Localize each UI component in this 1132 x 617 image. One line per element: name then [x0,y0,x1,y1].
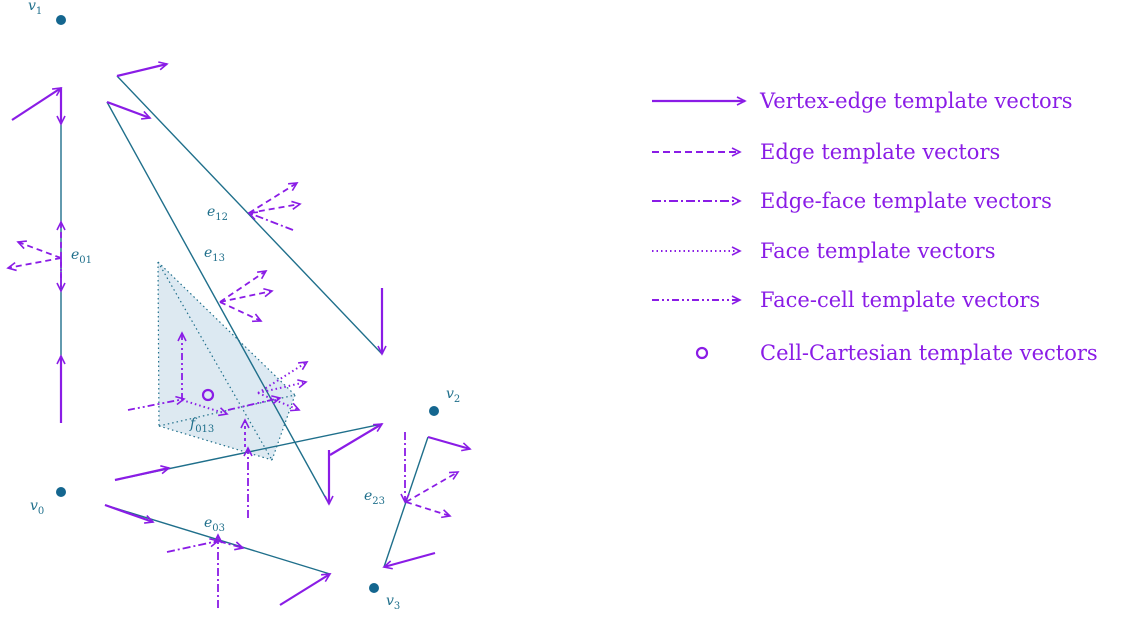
edge-e13 [106,101,330,505]
legend-label: Edge template vectors [760,140,1000,164]
label-e03: e03 [204,515,225,534]
legend-item-face: Face template vectors [652,239,995,263]
label-e01: e01 [71,247,92,266]
cell-cartesian-marker [201,388,215,402]
vertex-v1 [56,15,66,25]
legend-label: Face-cell template vectors [760,288,1040,312]
legend-item-edge-face: Edge-face template vectors [652,189,1052,213]
legend-item-face-cell: Face-cell template vectors [652,288,1040,312]
vertex-v3 [369,583,379,593]
legend-label: Vertex-edge template vectors [759,89,1073,113]
label-f013: f013 [189,416,214,435]
vertices [56,15,439,593]
edge-face-vectors [56,211,410,608]
edge-vectors [6,182,460,519]
face-vectors [181,361,309,417]
label-v0: v0 [30,498,44,517]
face-cell-vectors [127,331,282,411]
legend: Vertex-edge template vectors Edge templa… [652,89,1098,365]
legend-label: Cell-Cartesian template vectors [760,341,1098,365]
legend-item-vertex-edge: Vertex-edge template vectors [652,89,1073,113]
legend-label: Edge-face template vectors [760,189,1052,213]
vertex-v0 [56,487,66,497]
legend-item-edge: Edge template vectors [652,140,1000,164]
label-v1: v1 [28,0,42,17]
legend-label: Face template vectors [760,239,995,263]
label-e23: e23 [364,488,385,507]
vertex-v2 [429,406,439,416]
label-v2: v2 [446,386,460,405]
label-v3: v3 [386,593,400,612]
face-f013 [157,261,296,461]
legend-item-cell-cartesian: Cell-Cartesian template vectors [695,341,1098,365]
vertex-edge-vectors [11,61,472,606]
label-e12: e12 [207,204,228,223]
label-e13: e13 [204,245,225,264]
edge-e12 [116,75,383,355]
